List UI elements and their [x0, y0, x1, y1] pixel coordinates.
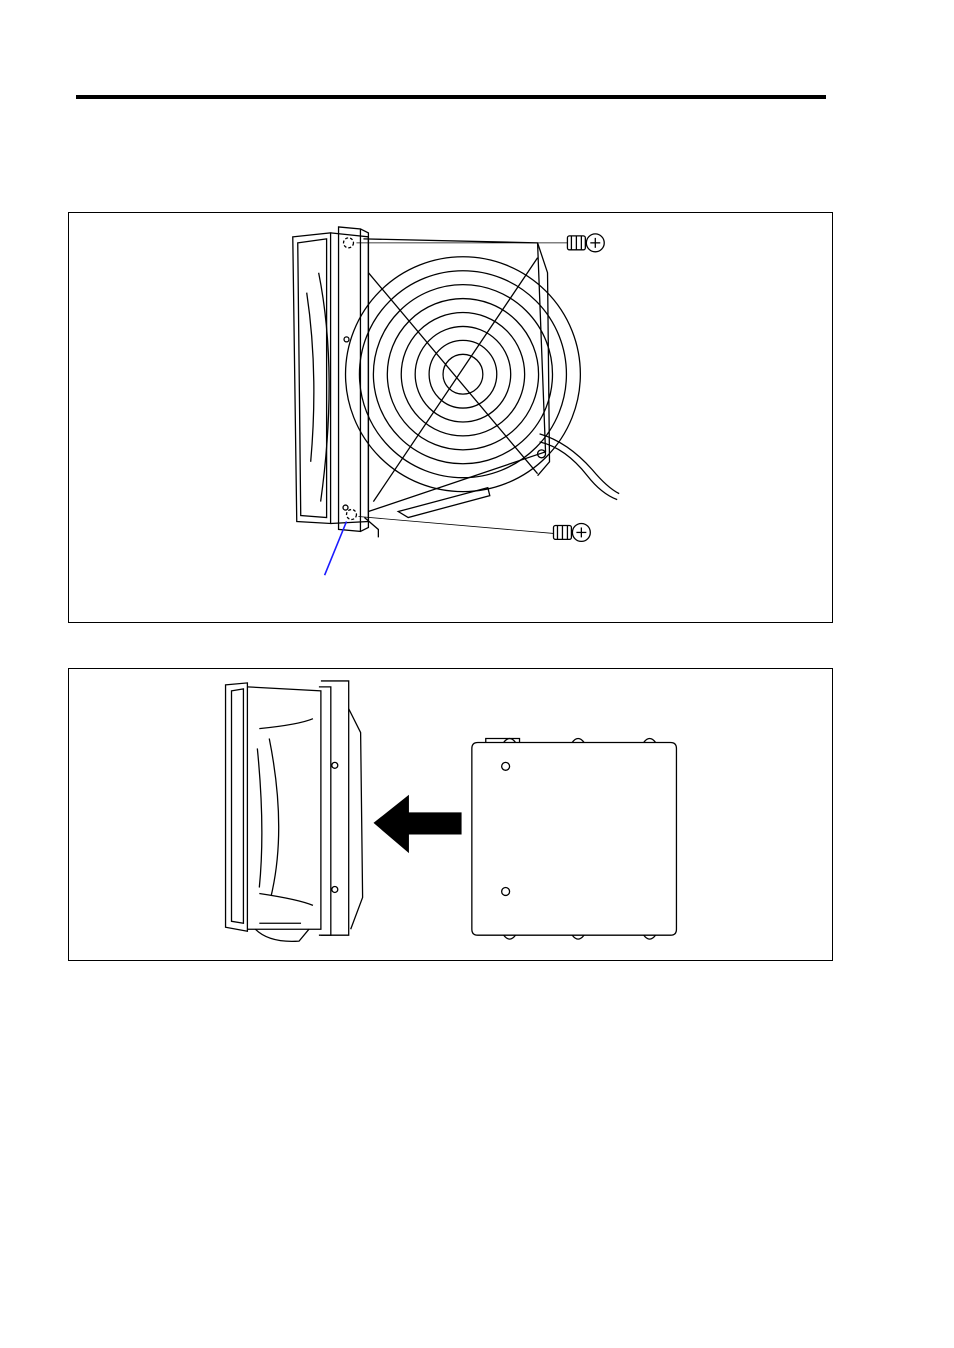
figure-fan-bracket [68, 212, 833, 623]
screw-icon [356, 234, 604, 252]
fan-assembly-illustration [69, 213, 832, 622]
bracket-plate-icon [472, 739, 677, 940]
bracket-icon [339, 227, 369, 532]
figure-fan-removal [68, 668, 833, 961]
fan-side-icon [226, 681, 363, 941]
screw-icon [358, 517, 590, 542]
arrow-left-icon [375, 796, 461, 852]
callout-line [325, 521, 347, 575]
fan-removal-illustration [69, 669, 832, 960]
header-rule [76, 95, 826, 99]
fan-icon [293, 233, 581, 538]
